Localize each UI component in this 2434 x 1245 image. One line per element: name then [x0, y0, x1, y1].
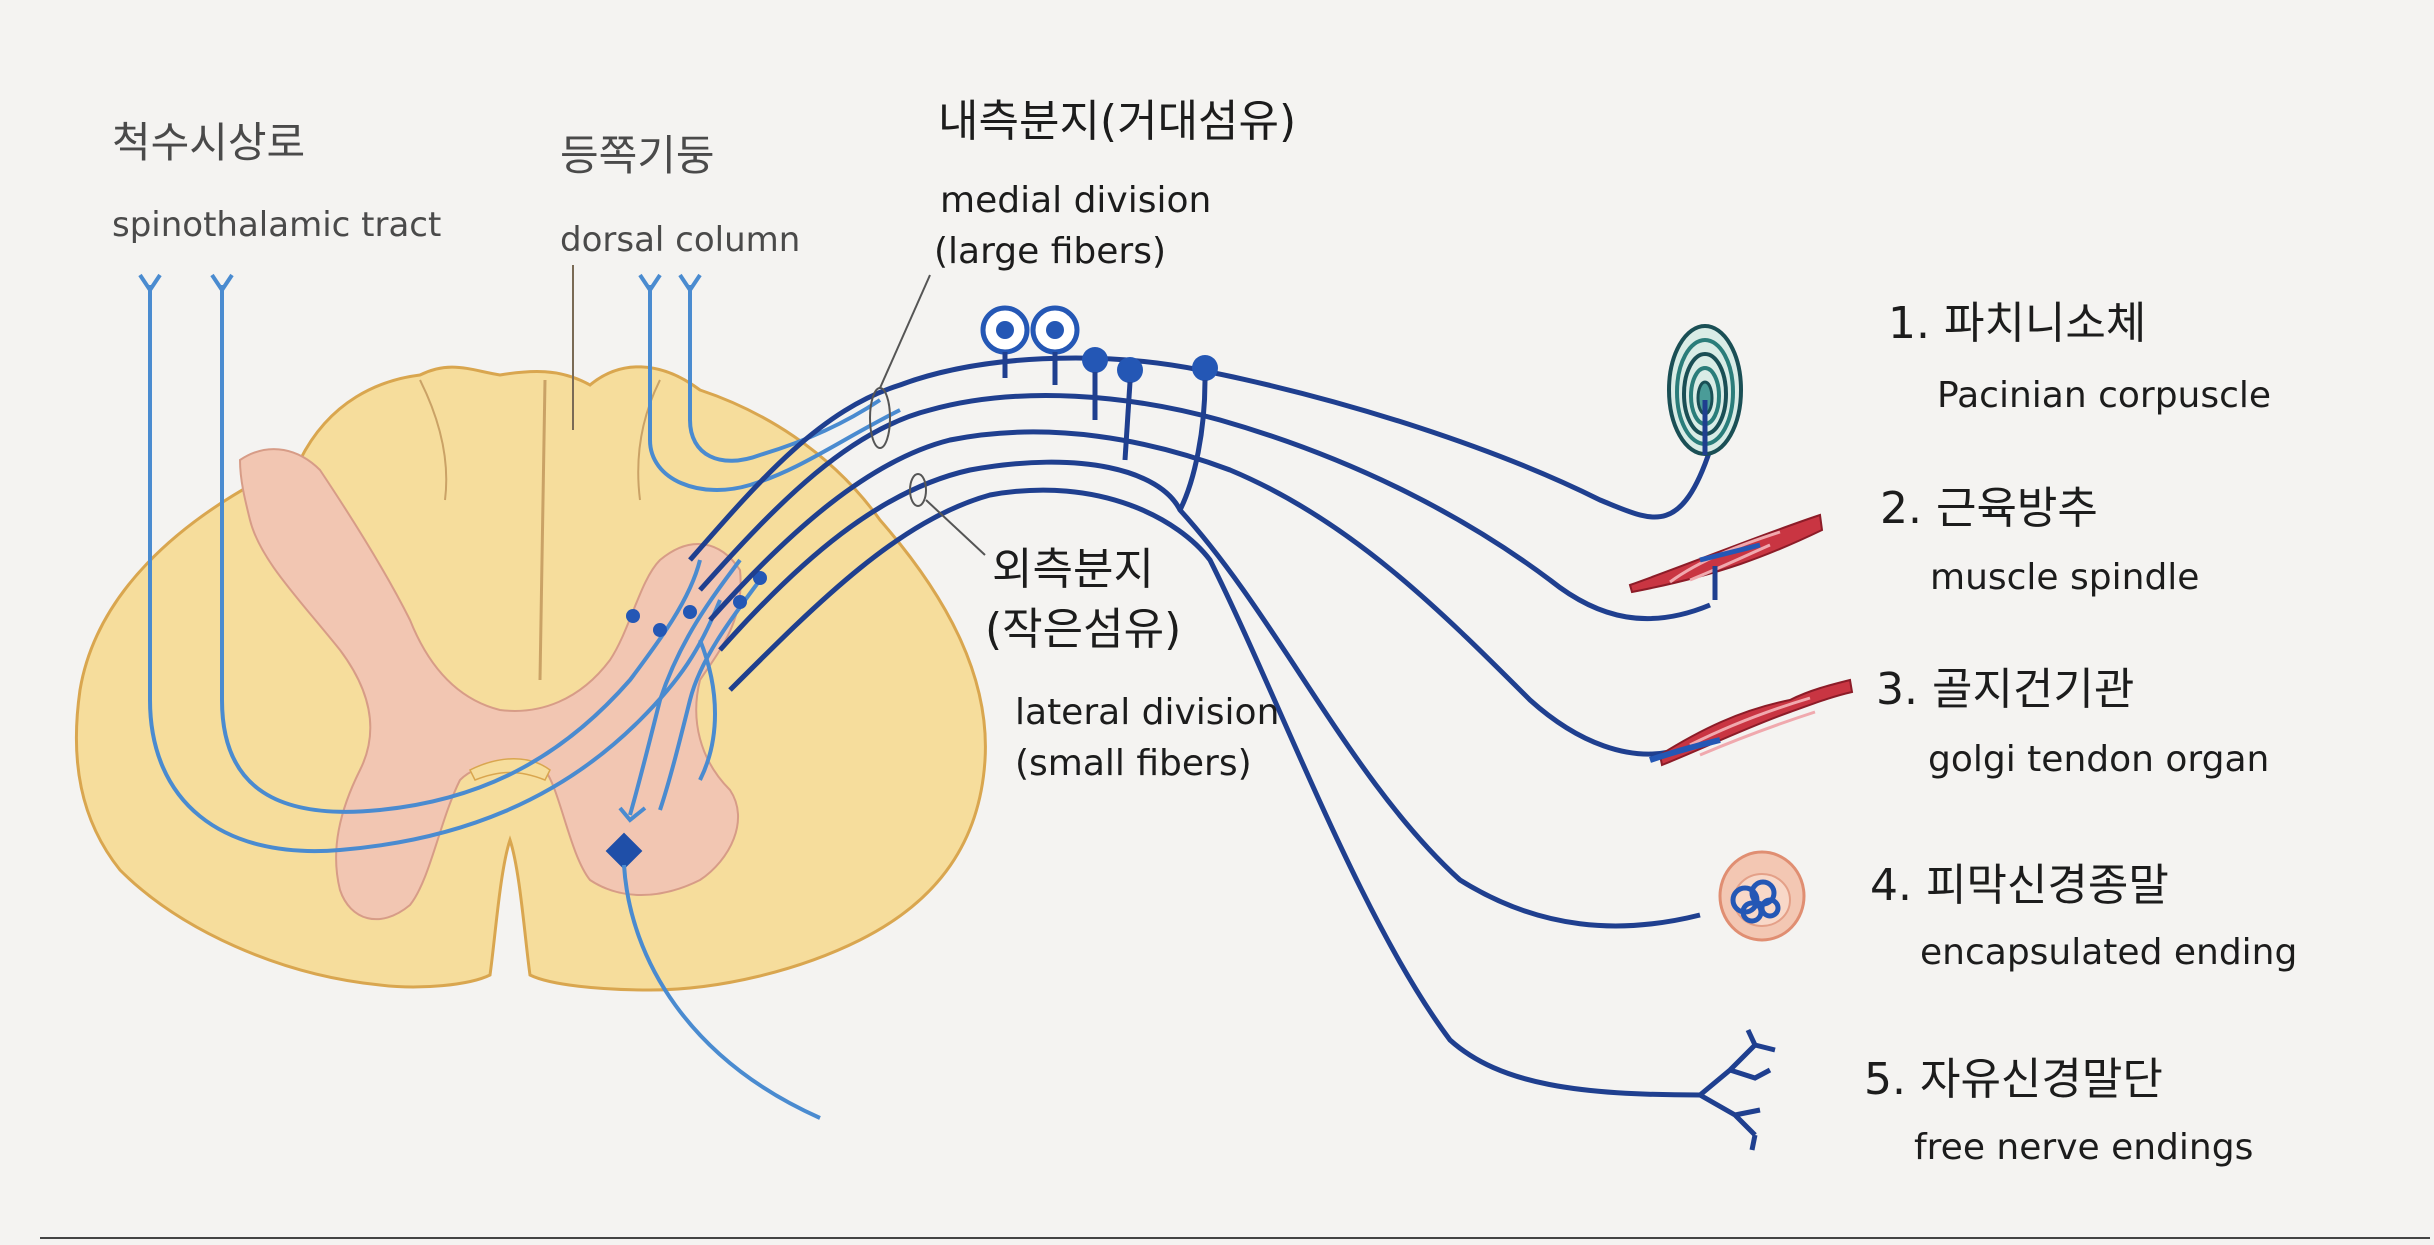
lateral-division-label-en-2: (small fibers) — [1015, 743, 1252, 784]
ganglion-large-cell-2-nucleus — [1046, 321, 1064, 339]
receptor-5-label-ko: 5. 자유신경말단 — [1864, 1054, 2163, 1105]
spinothalamic-ending-2 — [210, 273, 234, 294]
gray-matter — [238, 448, 742, 921]
ganglion-large-cell-1-nucleus — [996, 321, 1014, 339]
spinal-cord-white-matter — [74, 365, 987, 992]
spinothalamic-fiber-2 — [220, 285, 702, 814]
dorsal-median-septum — [538, 379, 547, 681]
synapse-dot-1 — [626, 609, 640, 623]
ganglion-stalk-5 — [1177, 379, 1208, 512]
ganglion-stalk-4 — [1122, 381, 1133, 461]
ganglion-small-cell-1 — [1082, 347, 1108, 373]
dorsal-column-ending-1 — [638, 273, 662, 294]
receptor-1-label-ko: 1. 파치니소체 — [1888, 298, 2147, 349]
receptor-5-label-en: free nerve endings — [1914, 1127, 2254, 1168]
dorsal-column-label-ko: 등쪽기둥 — [560, 131, 715, 180]
medial-division-label-en-1: medial division — [940, 180, 1212, 221]
synapse-dot-4 — [733, 595, 747, 609]
medial-division-label-ko: 내측분지(거대섬유) — [938, 96, 1297, 147]
pacinian-corpuscle-icon — [1667, 324, 1743, 456]
spinothalamic-label-en: spinothalamic tract — [112, 205, 442, 245]
dorsal-horn-branch-1 — [628, 558, 742, 816]
lateral-division-label-ko-2: (작은섬유) — [985, 604, 1182, 655]
dorsal-column-label-en: dorsal column — [560, 220, 801, 260]
nerve-fiber-encapsulated — [718, 459, 1701, 929]
synapse-dot-3 — [683, 605, 697, 619]
golgi-tendon-organ-icon — [1649, 678, 1854, 767]
muscle-spindle-icon — [1628, 513, 1824, 600]
dorsal-column-ending-2 — [678, 273, 702, 294]
spinothalamic-ending-1 — [138, 273, 162, 294]
nerve-fiber-golgi — [708, 429, 1671, 757]
spinothalamic-fiber-1 — [148, 285, 722, 854]
spinothalamic-label-ko: 척수시상로 — [112, 118, 306, 167]
encapsulated-ending-icon — [1718, 850, 1806, 942]
receptor-2-label-en: muscle spindle — [1930, 557, 2200, 598]
lateral-bundle-bracket — [909, 473, 927, 507]
free-nerve-endings-icon — [1698, 1028, 1776, 1151]
medial-pointer-line — [879, 274, 931, 389]
dorsal-horn-branch-2 — [658, 578, 762, 811]
receptor-2-label-ko: 2. 근육방추 — [1880, 483, 2098, 534]
receptor-1-label-en: Pacinian corpuscle — [1937, 375, 2272, 416]
receptor-4-label-en: encapsulated ending — [1920, 932, 2298, 973]
lateral-pointer-line — [925, 499, 986, 556]
motor-neuron-diamond — [605, 832, 643, 870]
lateral-division-label-ko-1: 외측분지 — [992, 544, 1154, 595]
receptor-3-label-en: golgi tendon organ — [1928, 739, 2270, 780]
ventral-branch-ending — [618, 806, 647, 823]
synapse-dot-5 — [753, 571, 767, 585]
dorsal-column-fiber-1 — [648, 285, 901, 492]
ganglion-small-cell-3 — [1192, 355, 1218, 381]
receptor-3-label-ko: 3. 골지건기관 — [1876, 664, 2135, 715]
lateral-division-label-en-1: lateral division — [1015, 692, 1280, 733]
dorsal-intermediate-septum-right — [637, 379, 661, 501]
medial-division-label-en-2: (large fibers) — [934, 231, 1166, 272]
synapse-dot-2 — [653, 623, 667, 637]
ganglion-small-cell-2 — [1117, 357, 1143, 383]
dorsal-column-fiber-2 — [688, 285, 882, 463]
nerve-fiber-free-endings — [728, 487, 1701, 1098]
nerve-fiber-spindle — [698, 393, 1711, 622]
ventral-root-fiber — [622, 864, 821, 1120]
receptor-4-label-ko: 4. 피막신경종말 — [1870, 860, 2169, 911]
dorsal-intermediate-septum-left — [419, 379, 448, 501]
dorsal-horn-branch-3 — [698, 639, 717, 781]
